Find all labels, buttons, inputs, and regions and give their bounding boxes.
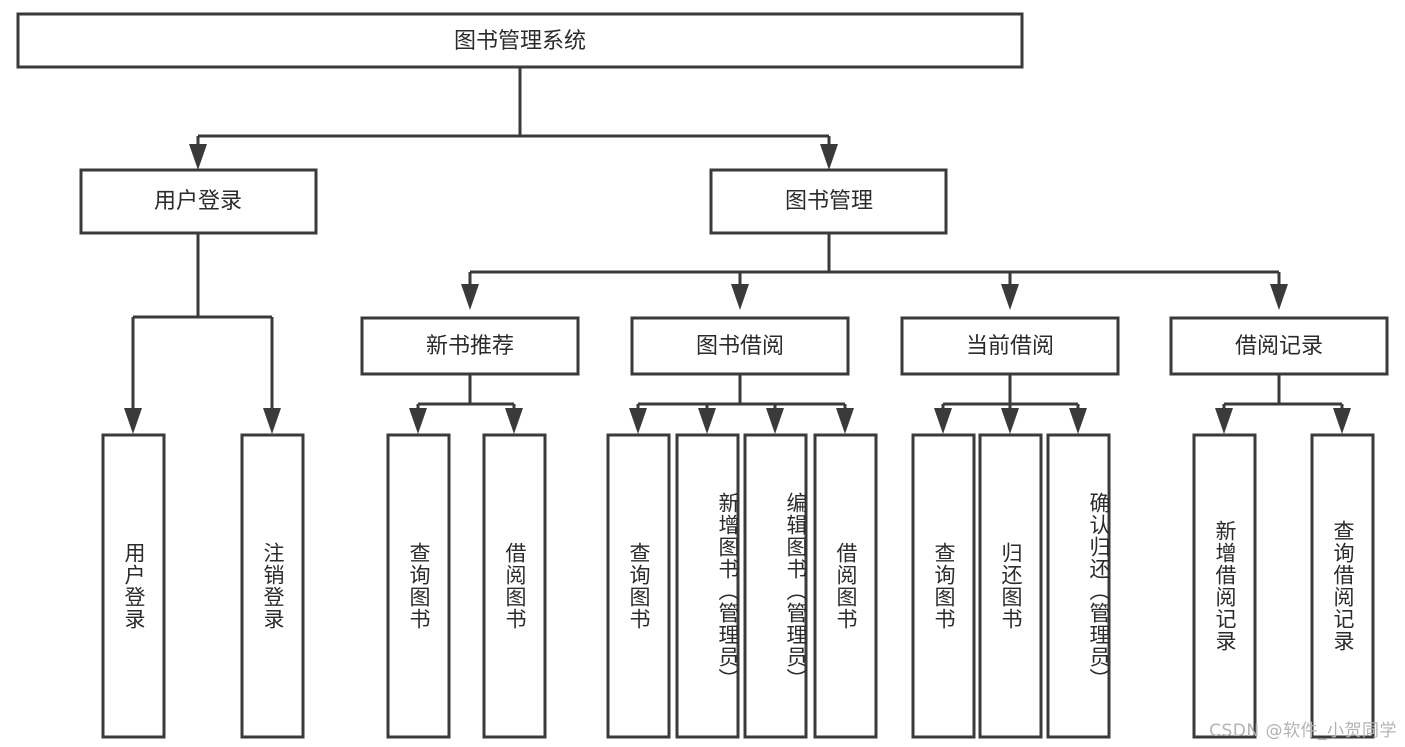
node-user-login-box[interactable] <box>79 168 318 235</box>
arrow-to-leaf-edit-book <box>766 408 784 434</box>
arrow-root-to-book-management <box>820 144 838 170</box>
arrow-to-book-borrow <box>731 284 749 310</box>
arrow-to-leaf-confirm-return <box>1069 408 1087 434</box>
node-current-borrow-box[interactable] <box>900 316 1120 376</box>
node-root-box[interactable] <box>16 12 1024 69</box>
node-book-management-label: 图书管理 <box>785 189 873 214</box>
node-user-login-label: 用户登录 <box>154 189 242 214</box>
arrow-to-leaf-query-book-2 <box>629 408 647 434</box>
node-leaf-query-book-2-box[interactable] <box>606 433 671 739</box>
arrow-to-leaf-borrow-book-2 <box>836 408 854 434</box>
node-leaf-confirm-return-box[interactable] <box>1046 433 1111 739</box>
node-leaf-logout-login-box[interactable] <box>240 433 305 739</box>
node-current-borrow-label: 当前借阅 <box>966 334 1054 359</box>
arrow-root-to-user-login <box>189 144 207 170</box>
arrow-to-leaf-query-record <box>1333 408 1351 434</box>
node-leaf-query-book-1-box[interactable] <box>386 433 451 739</box>
node-leaf-return-book-box[interactable] <box>978 433 1043 739</box>
arrow-to-new-book-recommend <box>461 284 479 310</box>
arrow-to-leaf-borrow-book-1 <box>505 408 523 434</box>
node-root-label: 图书管理系统 <box>454 29 586 54</box>
node-book-borrow-box[interactable] <box>630 316 850 376</box>
node-new-book-recommend-box[interactable] <box>360 316 580 376</box>
arrow-to-leaf-query-book-1 <box>409 408 427 434</box>
node-leaf-add-record-box[interactable] <box>1192 433 1257 739</box>
csdn-watermark: CSDN @软件_小贺同学 <box>1209 721 1397 741</box>
arrow-to-leaf-user-login <box>124 408 142 434</box>
node-leaf-query-record-box[interactable] <box>1310 433 1375 739</box>
node-leaf-borrow-book-1-box[interactable] <box>482 433 547 739</box>
arrow-to-leaf-add-book <box>698 408 716 434</box>
arrow-to-leaf-return-book <box>1001 408 1019 434</box>
node-leaf-borrow-book-2-box[interactable] <box>813 433 878 739</box>
arrow-to-leaf-add-record <box>1215 408 1233 434</box>
node-borrow-record-box[interactable] <box>1169 316 1389 376</box>
node-leaf-user-login-box[interactable] <box>101 433 166 739</box>
arrow-to-leaf-query-book-3 <box>934 408 952 434</box>
node-leaf-add-book-box[interactable] <box>675 433 740 739</box>
node-book-management-box[interactable] <box>709 168 948 235</box>
node-borrow-record-label: 借阅记录 <box>1235 334 1323 359</box>
node-leaf-edit-book-box[interactable] <box>743 433 808 739</box>
node-new-book-recommend-label: 新书推荐 <box>426 334 514 359</box>
node-leaf-query-book-3-box[interactable] <box>911 433 976 739</box>
arrow-to-current-borrow <box>1001 284 1019 310</box>
arrow-to-leaf-logout-login <box>263 408 281 434</box>
node-book-borrow-label: 图书借阅 <box>696 334 784 359</box>
arrow-to-borrow-record <box>1270 284 1288 310</box>
